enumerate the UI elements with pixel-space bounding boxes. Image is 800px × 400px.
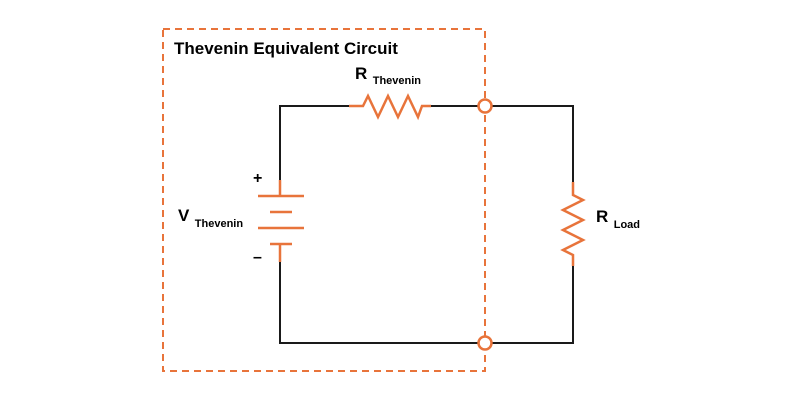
load-resistor-label: R Load xyxy=(596,207,640,231)
series-resistor-label: R Thevenin xyxy=(355,64,421,87)
wire-bottom-left xyxy=(279,262,478,344)
wire-top-right xyxy=(492,105,574,182)
source-label: V Thevenin xyxy=(178,206,243,230)
wire-top-left xyxy=(279,105,349,190)
load-resistor xyxy=(560,182,586,266)
thevenin-boundary-box xyxy=(162,28,486,372)
circuit-wires xyxy=(279,105,574,344)
wire-bottom-right xyxy=(492,266,574,344)
terminal-bottom xyxy=(477,335,493,351)
source-label-sub: Thevenin xyxy=(195,218,244,230)
source-label-main: V xyxy=(178,206,190,225)
thevenin-resistor xyxy=(349,93,431,121)
terminal-top xyxy=(477,98,493,114)
load-resistor-label-main: R xyxy=(596,207,608,226)
series-resistor-label-main: R xyxy=(355,64,367,83)
series-resistor-label-sub: Thevenin xyxy=(373,75,422,87)
diagram-title: Thevenin Equivalent Circuit xyxy=(174,39,398,58)
battery-plus-sign: + xyxy=(253,170,262,187)
battery-minus-sign: – xyxy=(253,249,262,266)
load-resistor-label-sub: Load xyxy=(614,219,640,231)
battery-source xyxy=(258,180,304,262)
